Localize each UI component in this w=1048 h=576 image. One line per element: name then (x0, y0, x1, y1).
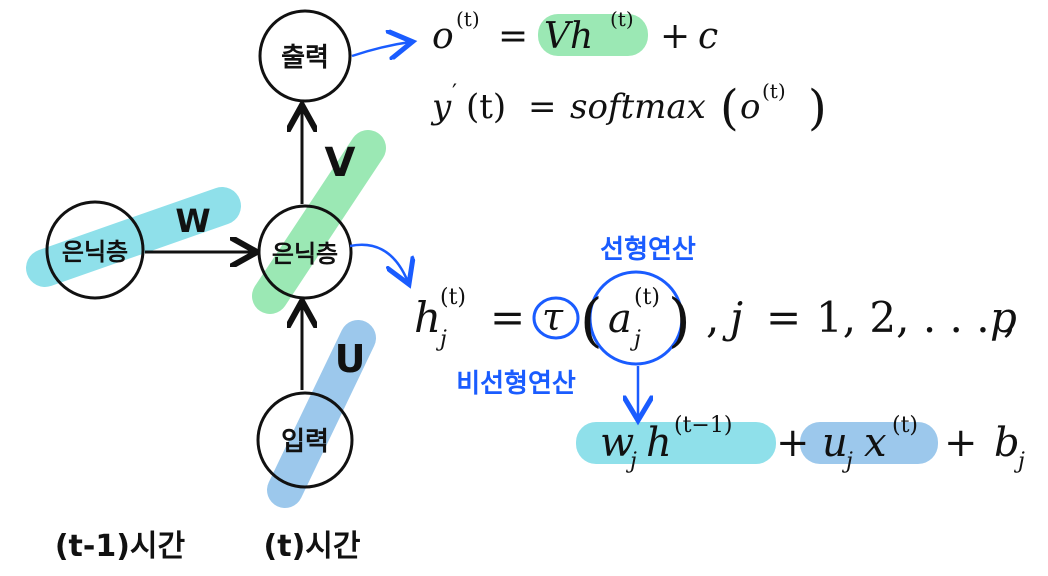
svg-text:+: + (944, 420, 978, 466)
circle-preact (588, 270, 684, 366)
arrow-hidden-to-equation (349, 243, 408, 282)
svg-text:j: j (722, 293, 743, 342)
highlight-vh (538, 14, 648, 56)
svg-text:1, 2, . . . ,: 1, 2, . . . , (816, 293, 1016, 342)
svg-text:(t): (t) (466, 87, 506, 127)
svg-text:τ: τ (542, 295, 564, 339)
svg-text:+: + (660, 16, 690, 57)
svg-text:a: a (608, 296, 632, 342)
weight-u-label: U (335, 337, 366, 381)
weight-w-label: W (175, 202, 210, 240)
svg-text:Vh: Vh (544, 16, 593, 57)
equation-hidden: h (t) j = τ ( a (t) j ) , j = 1, 2, . . … (414, 285, 1017, 354)
svg-text:x: x (864, 420, 887, 466)
svg-text:(t−1): (t−1) (674, 413, 732, 438)
highlight-wh (576, 422, 776, 464)
weight-v-label: V (325, 140, 356, 186)
svg-text:y: y (430, 87, 452, 127)
equation-softmax: y ′ (t) = softmax ( o (t) ) (430, 79, 827, 136)
svg-text:=: = (528, 87, 557, 127)
svg-text:): ) (808, 80, 827, 136)
svg-text:o: o (432, 16, 454, 57)
svg-text:+: + (776, 420, 810, 466)
svg-text:=: = (766, 293, 801, 342)
input-node-label: 입력 (281, 427, 329, 457)
output-node: 출력 (258, 9, 352, 103)
svg-text:(: ( (720, 80, 739, 136)
svg-text:=: = (498, 16, 528, 57)
svg-text:(t): (t) (610, 7, 634, 31)
svg-text:=: = (490, 293, 525, 342)
arrow-output-to-equation (351, 42, 410, 56)
svg-text:b: b (994, 420, 1020, 466)
svg-text:h: h (414, 293, 441, 342)
highlight-w-path (26, 187, 241, 287)
highlight-v-path (252, 130, 386, 314)
annotation-linear: 선형연산 (600, 235, 696, 265)
highlights (26, 14, 938, 508)
svg-text:′: ′ (452, 81, 457, 106)
svg-text:u: u (822, 420, 848, 466)
hidden-prev-node: 은닉층 (45, 200, 145, 300)
svg-text:(t): (t) (634, 285, 660, 310)
svg-text:h: h (646, 420, 672, 466)
equation-preactivation: w j h (t−1) + u j x (t) + b j (600, 413, 1025, 474)
svg-text:): ) (668, 286, 691, 354)
input-node: 입력 (256, 391, 354, 489)
svg-text:softmax: softmax (570, 87, 706, 127)
svg-text:p: p (990, 293, 1017, 342)
svg-text:(t): (t) (762, 79, 786, 103)
time-label-prev: (t-1)시간 (55, 529, 186, 564)
svg-text:(t): (t) (892, 413, 918, 438)
circle-tau (532, 296, 580, 340)
time-label-curr: (t)시간 (264, 529, 361, 564)
svg-text:,: , (706, 293, 719, 342)
svg-text:(t): (t) (456, 7, 480, 31)
highlight-ux (800, 422, 938, 464)
hidden-curr-node-label: 은닉층 (272, 240, 338, 268)
hidden-prev-node-label: 은닉층 (62, 238, 128, 266)
output-node-label: 출력 (281, 43, 329, 73)
svg-text:(t): (t) (440, 285, 466, 310)
svg-text:o: o (740, 87, 760, 127)
svg-text:(: ( (580, 286, 603, 354)
svg-text:w: w (600, 420, 634, 466)
svg-text:c: c (698, 16, 718, 57)
highlight-u-path (267, 320, 376, 508)
equation-output: o (t) = Vh (t) + c (432, 7, 718, 57)
annotation-nonlinear: 비선형연산 (456, 369, 576, 399)
